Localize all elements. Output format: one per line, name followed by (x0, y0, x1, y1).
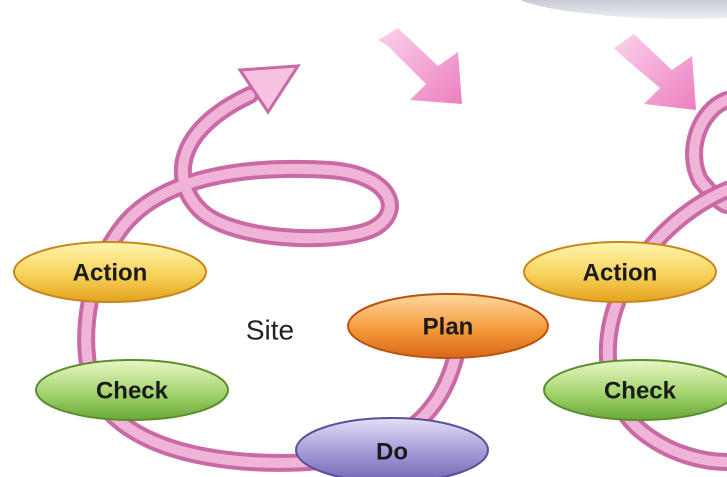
step-check-right: Check (543, 359, 727, 421)
step-check: Check (35, 359, 229, 421)
step-action-right: Action (523, 241, 717, 303)
right-cycle-spiral (598, 91, 727, 471)
step-plan-label: Plan (423, 314, 474, 341)
step-action-label: Action (73, 260, 148, 287)
down-arrow-icon (378, 28, 462, 104)
step-do-label: Do (376, 439, 408, 466)
step-action: Action (13, 241, 207, 303)
spiral-arrowhead-icon (237, 64, 301, 115)
header-band (520, 0, 727, 19)
step-check-label: Check (96, 378, 169, 405)
center-label: Site (246, 315, 294, 346)
down-arrow-icon (614, 34, 696, 110)
step-do: Do (295, 417, 489, 477)
step-check-right-label: Check (604, 378, 677, 405)
step-action-right-label: Action (583, 260, 658, 287)
step-plan: Plan (347, 293, 549, 359)
